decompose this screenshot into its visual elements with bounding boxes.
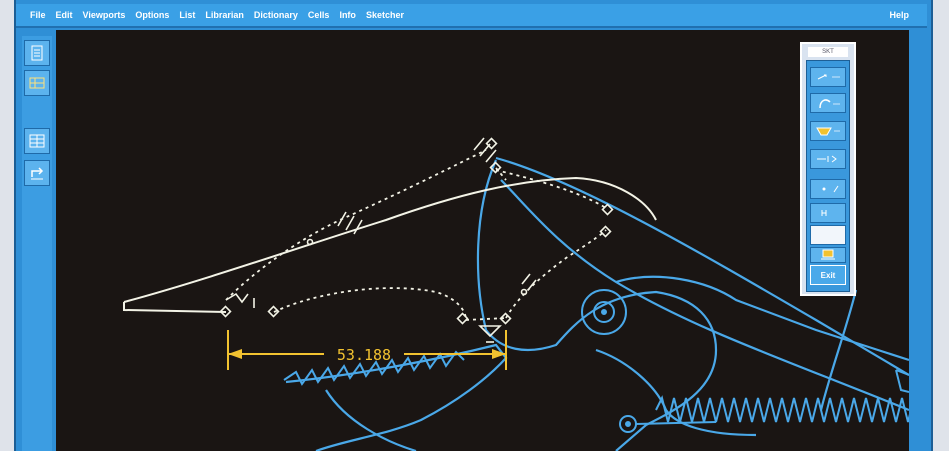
menu-viewports[interactable]: Viewports: [82, 10, 126, 20]
move-button[interactable]: [24, 160, 50, 186]
node-tool-button[interactable]: [810, 179, 846, 199]
monitor-tool-button[interactable]: [810, 247, 846, 263]
dimension-arrow-left: [228, 349, 242, 359]
left-toolbar: [22, 36, 52, 451]
constraint-symbols: [225, 137, 537, 343]
menu-file[interactable]: File: [30, 10, 46, 20]
jaw-teeth: [283, 350, 465, 386]
lower-rivet: [619, 415, 717, 433]
dimension-annotation[interactable]: 53.188: [227, 330, 507, 370]
line-icon: [817, 155, 837, 163]
menu-bar: File Edit Viewports Options List Librari…: [16, 4, 927, 28]
graphics-viewport[interactable]: 53.188: [56, 30, 909, 451]
field-icon: [814, 230, 842, 240]
pivot-rivet: [581, 289, 627, 335]
dimension-value[interactable]: 53.188: [337, 346, 391, 364]
menu-edit[interactable]: Edit: [55, 10, 73, 20]
menu-sketcher[interactable]: Sketcher: [365, 10, 404, 20]
point-icon: [817, 74, 840, 80]
monitor-icon: [821, 249, 835, 260]
menu-options[interactable]: Options: [135, 10, 170, 20]
fillet-icon: [816, 127, 840, 136]
part-outline[interactable]: [285, 156, 909, 451]
menu-list[interactable]: List: [179, 10, 196, 20]
menu-info[interactable]: Info: [339, 10, 356, 20]
menu-librarian[interactable]: Librarian: [205, 10, 244, 20]
menu-dictionary[interactable]: Dictionary: [253, 10, 298, 20]
spring-end: [895, 369, 909, 393]
grid-button[interactable]: [24, 70, 50, 96]
menu-cells[interactable]: Cells: [307, 10, 330, 20]
grid-icon: [29, 77, 45, 89]
arc-icon: [819, 99, 840, 109]
palette-title: SKT: [808, 47, 848, 57]
fillet-tool-button[interactable]: [810, 121, 846, 141]
exit-button[interactable]: Exit: [810, 265, 846, 285]
constraint-icon: [821, 210, 827, 216]
arc-tool-button[interactable]: [810, 93, 846, 113]
spring-coil: [655, 395, 909, 423]
layers-icon: [31, 45, 43, 61]
menu-help[interactable]: Help: [889, 10, 909, 20]
point-tool-button[interactable]: [810, 67, 846, 87]
table-icon: [29, 134, 45, 148]
sketch-profile[interactable]: [123, 176, 657, 313]
line-tool-button[interactable]: [810, 149, 846, 169]
move-icon: [31, 167, 44, 180]
drawing-canvas[interactable]: 53.188: [56, 30, 909, 451]
sketcher-palette: SKT: [800, 42, 856, 296]
table-button[interactable]: [24, 128, 50, 154]
value-field[interactable]: [810, 225, 846, 245]
sketch-nodes[interactable]: [219, 137, 614, 325]
construction-lines[interactable]: [225, 149, 607, 321]
palette-tools: Exit: [806, 60, 850, 292]
layers-button[interactable]: [24, 40, 50, 66]
node-icon: [822, 185, 839, 193]
dimension-arrow-right: [492, 349, 506, 359]
constraint-tool-button[interactable]: [810, 203, 846, 223]
